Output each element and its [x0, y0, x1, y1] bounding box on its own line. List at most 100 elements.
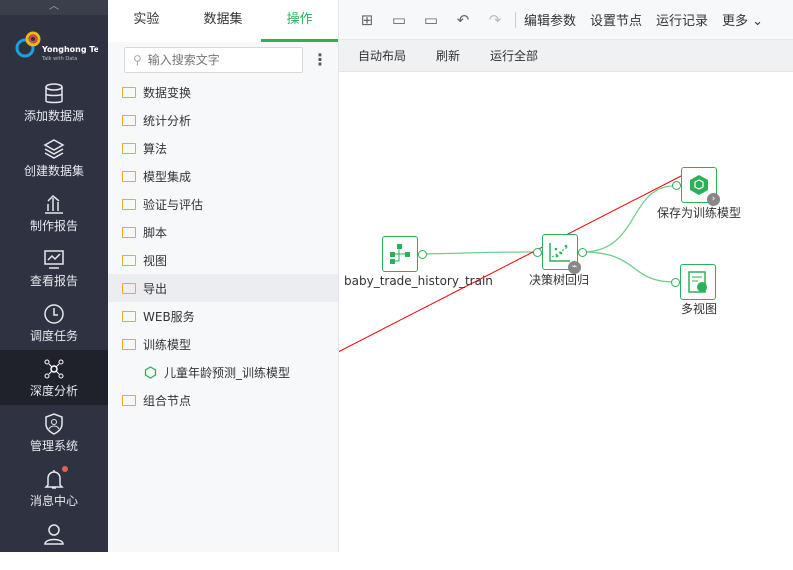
- nav-create-dataset[interactable]: 创建数据集: [0, 130, 108, 185]
- database-icon: [45, 83, 63, 104]
- input-port[interactable]: [671, 278, 680, 287]
- tree-folder-item[interactable]: WEB服务: [108, 302, 338, 330]
- tree-folder-item[interactable]: 视图: [108, 246, 338, 274]
- tree-item-label: 验证与评估: [143, 197, 204, 212]
- edit-params-button[interactable]: 编辑参数: [524, 14, 577, 29]
- tree-item-label: 组合节点: [143, 393, 192, 408]
- search-icon: ⚲: [133, 53, 142, 67]
- nav-user[interactable]: [0, 515, 108, 570]
- toolbar: ⊞ ▭ ▭ ↶ ↷ 编辑参数 设置节点 运行记录 更多 ⌄: [339, 0, 793, 40]
- tree-item-label: WEB服务: [143, 309, 195, 324]
- tab-dataset[interactable]: 数据集: [203, 12, 243, 27]
- search-input[interactable]: [147, 53, 288, 67]
- edges: [339, 174, 684, 353]
- bar-chart-icon: [45, 194, 63, 214]
- nav-schedule[interactable]: 调度任务: [0, 295, 108, 350]
- tree-item-label: 模型集成: [143, 169, 192, 184]
- tree-folder-item[interactable]: 组合节点: [108, 386, 338, 414]
- bell-icon: [44, 470, 64, 489]
- input-port[interactable]: [672, 181, 681, 190]
- sub-toolbar: 自动布局 刷新 运行全部: [339, 40, 793, 72]
- nav-messages[interactable]: 消息中心: [0, 460, 108, 515]
- folder-icon: [122, 338, 136, 350]
- node-label: 多视图: [680, 302, 717, 316]
- scatter-icon: [549, 243, 570, 262]
- tree-item-label: 数据变换: [143, 85, 192, 100]
- tree-item-label: 视图: [143, 253, 168, 268]
- nav-add-datasource[interactable]: 添加数据源: [0, 75, 108, 130]
- annotation-arrow: [339, 174, 684, 353]
- folder-icon: [122, 310, 136, 322]
- tree-folder-item[interactable]: 训练模型: [108, 330, 338, 358]
- run-history-button[interactable]: 运行记录: [656, 14, 709, 29]
- scroll-up-button[interactable]: ︿: [0, 0, 108, 15]
- tree-folder-item[interactable]: 算法: [108, 134, 338, 162]
- tree-folder-item[interactable]: 数据变换: [108, 78, 338, 106]
- folder-icon: [122, 86, 136, 98]
- clock-icon: [44, 304, 64, 324]
- tab-experiment[interactable]: 实验: [133, 12, 160, 27]
- nav-make-report[interactable]: 制作报告: [0, 185, 108, 240]
- refresh-button[interactable]: 刷新: [436, 49, 461, 63]
- edge: [582, 185, 675, 253]
- folder-icon: [122, 226, 136, 238]
- split-icon: [390, 244, 410, 264]
- folder-icon: [122, 142, 136, 154]
- more-menu[interactable]: 更多 ⌄: [722, 14, 764, 29]
- edge: [422, 251, 534, 255]
- operations-tree: 数据变换统计分析算法模型集成验证与评估脚本视图导出 WEB服务训练模型儿童年龄预测…: [108, 78, 338, 414]
- tree-folder-item[interactable]: 统计分析: [108, 106, 338, 134]
- input-port[interactable]: [533, 248, 542, 257]
- search-box[interactable]: ⚲: [124, 47, 303, 73]
- more-options-icon[interactable]: ⋮: [312, 50, 328, 69]
- save-as-icon[interactable]: ▭: [423, 10, 439, 29]
- cube-icon: [690, 175, 708, 195]
- output-port[interactable]: [578, 248, 587, 257]
- nav-deep-analysis[interactable]: 深度分析: [0, 350, 108, 405]
- undo-icon[interactable]: ↶: [456, 10, 470, 29]
- tree-folder-item[interactable]: 导出: [108, 274, 338, 302]
- shield-user-icon: [45, 413, 63, 435]
- node-label: 保存为训练模型: [656, 206, 741, 220]
- logo: Yonghong Tech Talk with Data: [14, 28, 110, 64]
- tree-item-label: 导出: [143, 281, 168, 296]
- workspace: ⊞ ▭ ▭ ↶ ↷ 编辑参数 设置节点 运行记录 更多 ⌄ 自动布局 刷新 运行…: [339, 0, 793, 552]
- auto-layout-button[interactable]: 自动布局: [358, 49, 407, 63]
- cube-icon: [144, 365, 157, 379]
- run-all-button[interactable]: 运行全部: [490, 49, 539, 63]
- nav-view-report[interactable]: 查看报告: [0, 240, 108, 295]
- tree-item-label: 算法: [143, 141, 168, 156]
- tree-item-label: 脚本: [143, 225, 168, 240]
- tree-folder-item[interactable]: 脚本: [108, 218, 338, 246]
- flow-canvas[interactable]: baby_trade_history_train ⌁ 决策树回归 › 保存为训练…: [339, 72, 793, 552]
- tab-operations[interactable]: 操作: [261, 0, 339, 42]
- folder-icon: [122, 198, 136, 210]
- link-badge-icon: ⌁: [568, 261, 581, 274]
- tree-leaf-item[interactable]: 儿童年龄预测_训练模型: [108, 358, 338, 386]
- set-node-button[interactable]: 设置节点: [590, 14, 643, 29]
- tree-item-label: 统计分析: [143, 113, 192, 128]
- node-label: baby_trade_history_train: [344, 274, 493, 288]
- edge: [582, 251, 675, 283]
- notification-dot: [62, 466, 68, 472]
- node-label: 决策树回归: [528, 273, 589, 287]
- tree-folder-item[interactable]: 验证与评估: [108, 190, 338, 218]
- sidebar: ︿ Yonghong Tech Talk with Data 添加数据源 创建数…: [0, 0, 110, 552]
- chevron-right-icon[interactable]: ›: [707, 193, 720, 206]
- save-icon[interactable]: ▭: [391, 10, 407, 29]
- svg-text:Yonghong Tech: Yonghong Tech: [41, 45, 98, 54]
- folder-icon: [122, 282, 136, 294]
- user-icon: [44, 524, 64, 545]
- output-port[interactable]: [418, 250, 427, 259]
- redo-icon[interactable]: ↷: [488, 10, 502, 29]
- node-multi-view[interactable]: [680, 264, 716, 300]
- tree-folder-item[interactable]: 模型集成: [108, 162, 338, 190]
- new-icon[interactable]: ⊞: [360, 10, 374, 29]
- folder-icon: [122, 170, 136, 182]
- monitor-chart-icon: [44, 250, 64, 269]
- tree-item-label: 儿童年龄预测_训练模型: [164, 365, 291, 380]
- node-source[interactable]: [382, 236, 418, 272]
- nav-admin[interactable]: 管理系统: [0, 405, 108, 460]
- layers-icon: [43, 139, 65, 159]
